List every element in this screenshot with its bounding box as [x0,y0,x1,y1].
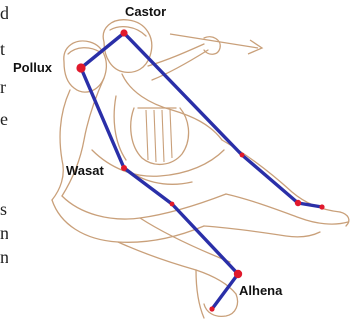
constellation-stars [76,29,324,311]
star-minor-dot [319,204,324,209]
line-castor-pollux [81,33,124,68]
star-alhena-dot [234,270,242,278]
star-minor-dot [295,200,301,206]
star-castor-dot [120,29,127,36]
star-label-pollux: Pollux [13,60,52,75]
star-minor-dot [240,153,245,158]
star-label-wasat: Wasat [66,163,104,178]
star-pollux-dot [76,63,85,72]
constellation-lines [81,33,322,309]
star-label-alhena: Alhena [239,283,282,298]
line-east-right-feet [242,155,298,203]
line-mid-alhena [172,204,238,274]
line-wasat-mid [124,168,172,204]
star-wasat-dot [121,165,127,171]
line-castor-east [124,33,242,155]
line-right-feet-tip [298,203,322,207]
star-label-castor: Castor [125,4,166,19]
star-minor-dot [209,306,214,311]
star-minor-dot [170,202,175,207]
